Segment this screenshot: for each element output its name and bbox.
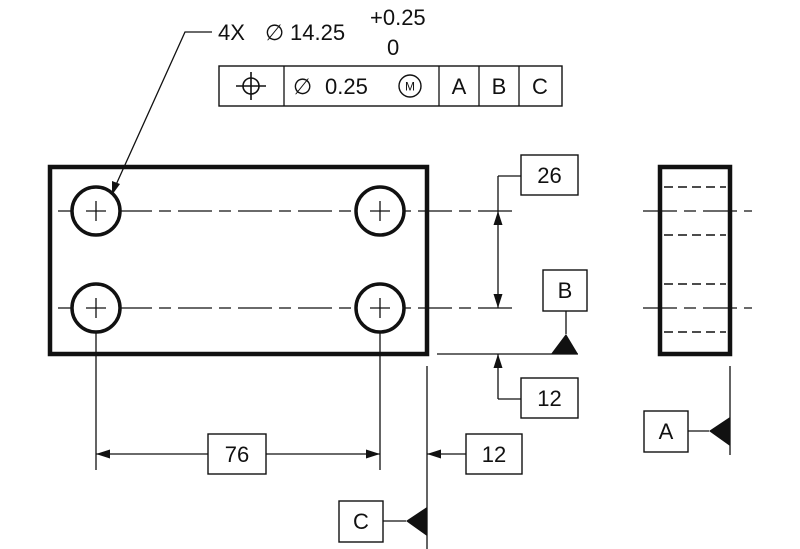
side-outline <box>657 164 733 357</box>
mmc-modifier-label: M <box>405 80 415 94</box>
hole-callout: 4X ∅ 14.25 +0.25 0 <box>112 5 426 195</box>
fcf-datum-secondary: B <box>492 74 507 99</box>
hole-diameter-symbol: ∅ <box>265 20 284 45</box>
datum-c-triangle-icon <box>406 507 427 536</box>
dimension-horizontal-spacing: 76 <box>96 433 380 475</box>
dimension-offset-from-c: 12 <box>427 433 523 475</box>
hole-size: 14.25 <box>290 20 345 45</box>
dim-12-c-label: 12 <box>482 442 506 467</box>
part-outline <box>47 164 430 357</box>
dim-12-b-label: 12 <box>537 386 561 411</box>
dim-76-label: 76 <box>225 442 249 467</box>
leader-line <box>114 31 212 188</box>
dim-26-label: 26 <box>537 163 561 188</box>
fcf-diameter-symbol: ∅ <box>293 74 312 99</box>
front-view <box>47 164 515 470</box>
datum-b-label: B <box>558 278 573 303</box>
datum-b-triangle-icon <box>551 334 578 354</box>
leader-arrow-icon <box>112 181 120 195</box>
dimension-offset-from-b: 12 <box>493 354 579 419</box>
datum-a-label: A <box>659 419 674 444</box>
datum-b: B <box>437 269 588 355</box>
hole-bottom-left <box>70 282 122 334</box>
fcf-datum-primary: A <box>452 74 467 99</box>
fcf-tolerance: 0.25 <box>325 74 368 99</box>
mmc-modifier-icon: M <box>398 74 422 98</box>
hole-top-right <box>354 185 406 237</box>
hole-count: 4X <box>218 20 245 45</box>
hole-tolerance-lower: 0 <box>387 35 399 60</box>
feature-control-frame: ∅ 0.25 M A B C <box>218 65 563 107</box>
datum-c: C <box>338 366 428 549</box>
hole-tolerance-upper: +0.25 <box>370 5 426 30</box>
side-view <box>643 164 752 357</box>
hole-bottom-right <box>354 282 406 334</box>
datum-a-triangle-icon <box>709 417 730 446</box>
fcf-datum-tertiary: C <box>532 74 548 99</box>
datum-a: A <box>643 366 731 455</box>
hole-top-left <box>70 185 122 237</box>
datum-c-label: C <box>353 509 369 534</box>
dimension-vertical-spacing: 26 <box>493 154 579 308</box>
position-icon <box>236 72 266 100</box>
